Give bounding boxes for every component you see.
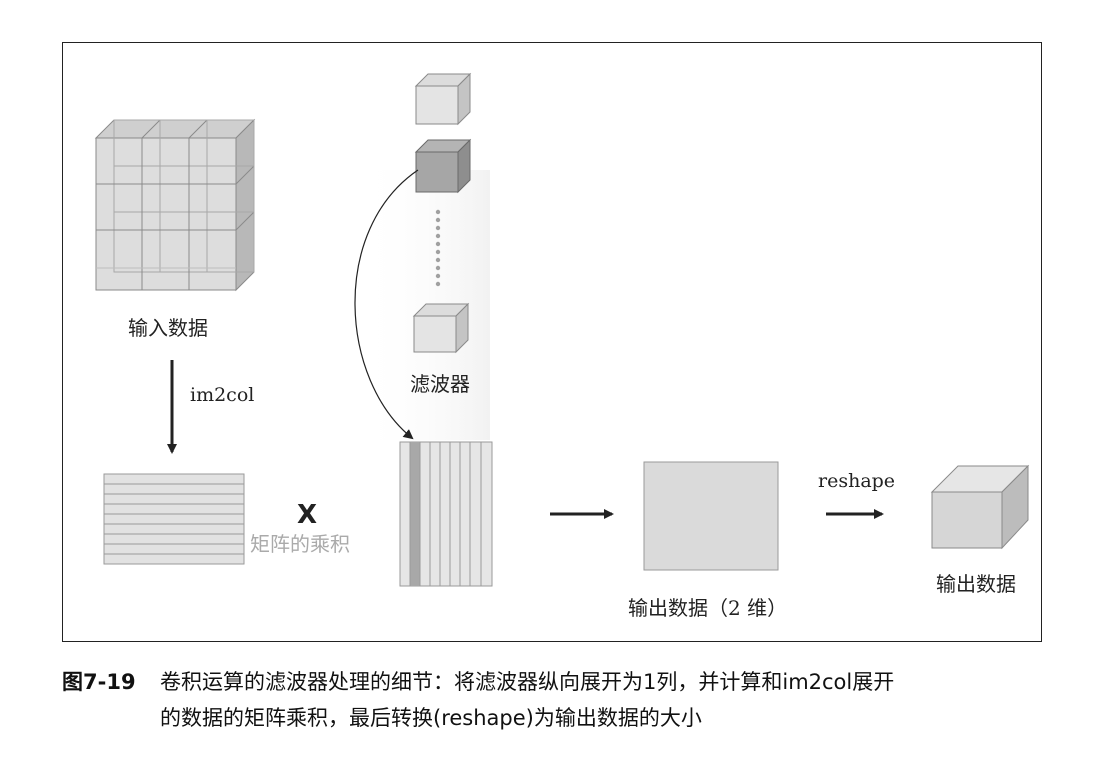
output-2d-label: 输出数据（2 维） [628,596,788,620]
filter-ellipsis-dots [435,209,441,287]
matrix-product-label: 矩阵的乘积 [250,532,350,556]
multiply-symbol: X [297,500,318,530]
output-data-cube [930,464,1030,550]
filter-column-matrix [399,441,493,587]
input-data-block [94,118,256,292]
filter-cube-1 [414,72,472,126]
filter-cube-2 [414,138,472,194]
input-data-label: 输入数据 [128,316,208,340]
figure-frame [62,42,1042,642]
caption-number: 图7-19 [62,670,136,694]
filter-label: 滤波器 [410,372,470,396]
figure-caption: 图7-19 卷积运算的滤波器处理的细节：将滤波器纵向展开为1列，并计算和im2co… [62,664,1062,736]
caption-line-2: 的数据的矩阵乘积，最后转换(reshape)为输出数据的大小 [160,706,702,730]
caption-line-1: 卷积运算的滤波器处理的细节：将滤波器纵向展开为1列，并计算和im2col展开 [160,670,895,694]
reshape-label: reshape [818,470,896,492]
im2col-label: im2col [190,384,255,406]
output-2d-matrix [643,461,779,571]
filter-cube-n [412,302,470,354]
filter-to-column-arrow [354,169,419,440]
im2col-matrix [103,473,245,565]
output-data-label: 输出数据 [936,572,1016,596]
